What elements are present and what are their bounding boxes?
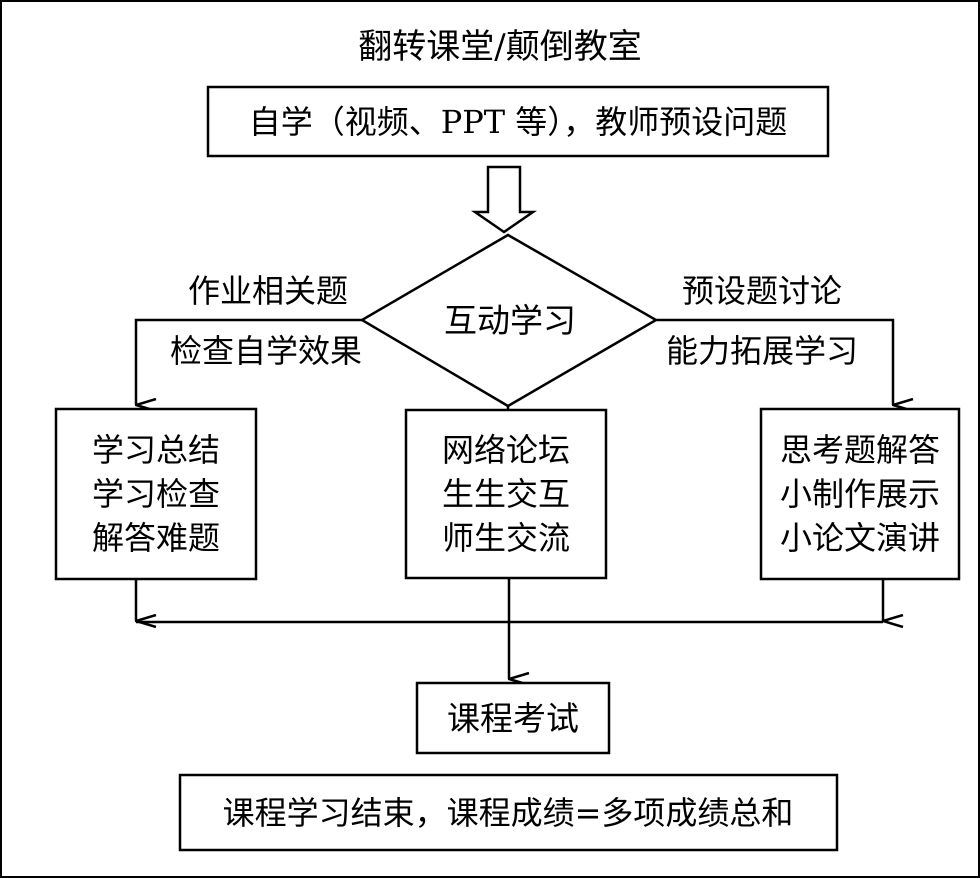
left-box-line: 学习检查 bbox=[92, 475, 220, 513]
course-exam-box bbox=[415, 681, 611, 755]
course-end-label: 课程学习结束，课程成绩=多项成绩总和 bbox=[223, 794, 794, 832]
left-activities-box bbox=[54, 407, 258, 581]
course-exam-label: 课程考试 bbox=[447, 699, 579, 738]
right-activities-box bbox=[759, 407, 961, 581]
self-study-box bbox=[206, 85, 830, 158]
interactive-learning-label: 互动学习 bbox=[444, 301, 576, 340]
middle-activities-box bbox=[404, 408, 608, 580]
left-branch-bottom-label: 检查自学效果 bbox=[170, 332, 362, 370]
middle-box-line: 师生交流 bbox=[442, 519, 570, 557]
diagram-title: 翻转课堂/颠倒教室 bbox=[358, 27, 641, 67]
left-box-line: 学习总结 bbox=[92, 431, 220, 469]
hollow-down-arrow-icon bbox=[470, 165, 538, 234]
left-branch-arrow bbox=[134, 318, 362, 405]
right-branch-top-label: 预设题讨论 bbox=[682, 272, 842, 310]
self-study-label: 自学（视频、PPT 等），教师预设问题 bbox=[249, 103, 788, 141]
right-box-line: 思考题解答 bbox=[780, 431, 940, 469]
course-end-box bbox=[178, 773, 839, 852]
middle-box-line: 生生交互 bbox=[442, 475, 570, 513]
right-branch-arrow bbox=[656, 318, 893, 405]
right-box-line: 小论文演讲 bbox=[780, 519, 940, 557]
left-box-line: 解答难题 bbox=[92, 519, 220, 557]
right-box-line: 小制作展示 bbox=[780, 475, 940, 513]
left-branch-top-label: 作业相关题 bbox=[188, 272, 348, 310]
right-branch-bottom-label: 能力拓展学习 bbox=[666, 332, 858, 370]
middle-box-line: 网络论坛 bbox=[442, 431, 570, 469]
